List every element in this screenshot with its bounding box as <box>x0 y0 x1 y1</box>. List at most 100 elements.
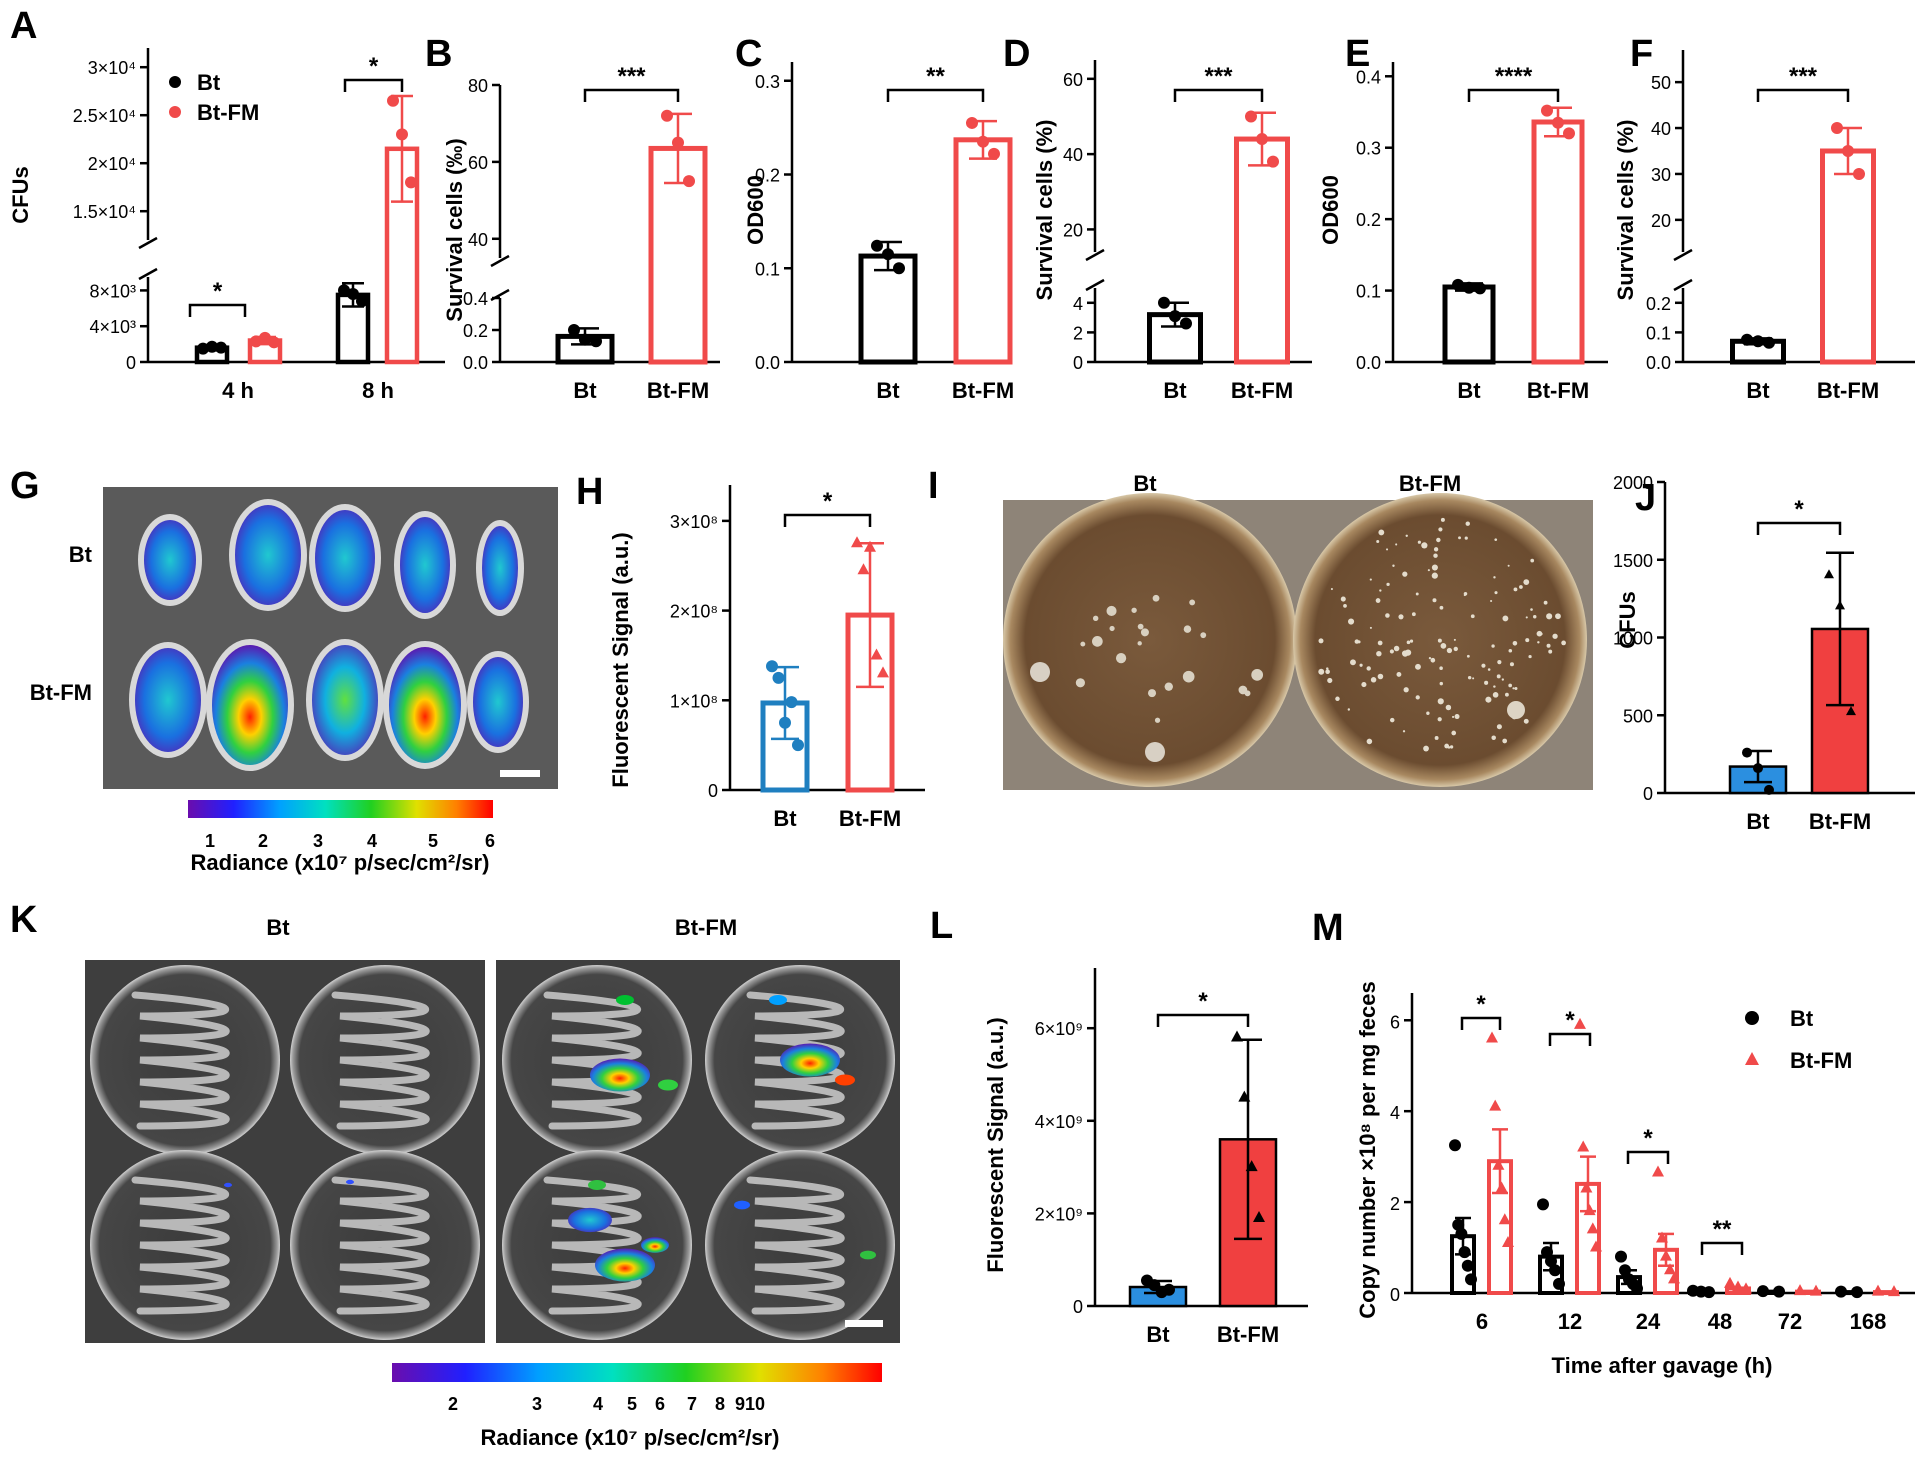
colony <box>1507 564 1510 567</box>
fluorescence-signal <box>135 648 201 752</box>
y-tick-label: 0.0 <box>1646 353 1671 373</box>
colony <box>1421 542 1428 549</box>
colony <box>1467 675 1472 680</box>
colony <box>1508 683 1512 688</box>
colony <box>1528 654 1532 659</box>
data-point <box>857 563 870 575</box>
significance-bracket <box>1156 1013 1250 1027</box>
panel-label-c: C <box>735 33 762 75</box>
y-tick-label: 4×10³ <box>89 317 136 337</box>
colony <box>1501 678 1505 681</box>
axis-break-mark <box>1673 278 1693 292</box>
data-point <box>792 739 804 752</box>
y-tick-label: 0.2 <box>463 321 488 341</box>
colony <box>1519 585 1523 589</box>
colorbar-tick-label: 1 <box>205 831 215 851</box>
significance-label: * <box>1476 991 1486 1018</box>
colony <box>1406 640 1411 645</box>
colony <box>1444 743 1450 749</box>
y-tick-label: 30 <box>1651 165 1671 185</box>
data-point <box>347 288 359 300</box>
significance-bracket <box>1460 1016 1502 1030</box>
colony <box>1458 536 1461 540</box>
panel-label-l: L <box>930 905 953 947</box>
y-tick-label: 500 <box>1623 706 1653 726</box>
data-point <box>1238 1090 1251 1102</box>
data-point <box>1461 1259 1474 1272</box>
data-point <box>1619 1264 1631 1277</box>
data-point <box>1452 1218 1465 1231</box>
colony <box>1427 569 1430 572</box>
data-point <box>590 335 602 348</box>
colony <box>1428 656 1432 660</box>
data-point <box>1590 1240 1602 1252</box>
colony <box>1561 640 1566 646</box>
legend-label-bt: Bt <box>197 70 221 95</box>
data-point <box>864 540 876 552</box>
colony <box>1376 650 1382 657</box>
colony <box>1140 628 1149 637</box>
plate-label-btfm: Bt-FM <box>1399 471 1461 496</box>
colony <box>1386 582 1390 587</box>
colony <box>1385 613 1390 618</box>
fluorescence-signal <box>780 1043 840 1077</box>
y-tick-label: 4 <box>1390 1103 1400 1123</box>
row-label-bt: Bt <box>69 542 93 567</box>
data-point <box>779 716 791 729</box>
y-tick-label: 20 <box>1063 220 1083 240</box>
y-tick-label: 0.2 <box>1356 210 1381 230</box>
colony <box>1152 594 1160 602</box>
colony <box>1533 614 1537 619</box>
panel-label-f: F <box>1630 33 1653 75</box>
fluorescence-signal <box>658 1079 678 1091</box>
colony <box>1244 690 1251 697</box>
intestine <box>746 991 845 1130</box>
data-point <box>988 147 1000 160</box>
dish-label-btfm: Bt-FM <box>675 915 737 940</box>
panel-label-h: H <box>576 471 603 513</box>
colony <box>1505 692 1509 697</box>
data-point <box>169 76 181 88</box>
x-tick-label: Bt <box>876 378 900 403</box>
bar <box>1531 119 1585 365</box>
data-point <box>1724 1276 1736 1288</box>
y-tick-label: 2.5×10⁴ <box>73 106 136 126</box>
colony <box>1415 663 1421 670</box>
colony <box>1525 638 1530 643</box>
colony <box>1472 677 1475 680</box>
data-point <box>1831 122 1843 135</box>
data-point <box>1231 1030 1243 1042</box>
colony <box>1189 599 1196 606</box>
colony <box>1415 695 1420 700</box>
y-tick-label: 0 <box>1390 1285 1400 1305</box>
colony <box>1440 517 1445 522</box>
x-tick-label: 8 h <box>362 378 394 403</box>
row-label-btfm: Bt-FM <box>30 680 92 705</box>
data-point <box>1253 1211 1265 1223</box>
data-point <box>893 262 905 275</box>
colony <box>1546 613 1553 620</box>
y-tick-label: 40 <box>1063 145 1083 165</box>
significance-bracket <box>1756 521 1842 535</box>
x-tick-label: 24 <box>1636 1309 1661 1334</box>
colony <box>1470 614 1475 619</box>
data-point <box>851 536 863 548</box>
colony <box>1502 615 1509 622</box>
data-point <box>568 324 580 336</box>
x-tick-label: Bt <box>573 378 597 403</box>
intestine <box>131 1176 230 1315</box>
colony <box>1325 669 1330 674</box>
colony <box>1434 736 1439 740</box>
y-tick-label: 2 <box>1073 323 1083 343</box>
panel-label-j: J <box>1635 477 1656 519</box>
colony <box>1537 641 1540 644</box>
y-tick-label: 3×10⁴ <box>88 58 136 78</box>
fluorescence-signal <box>312 645 378 755</box>
data-point <box>1549 1264 1561 1277</box>
